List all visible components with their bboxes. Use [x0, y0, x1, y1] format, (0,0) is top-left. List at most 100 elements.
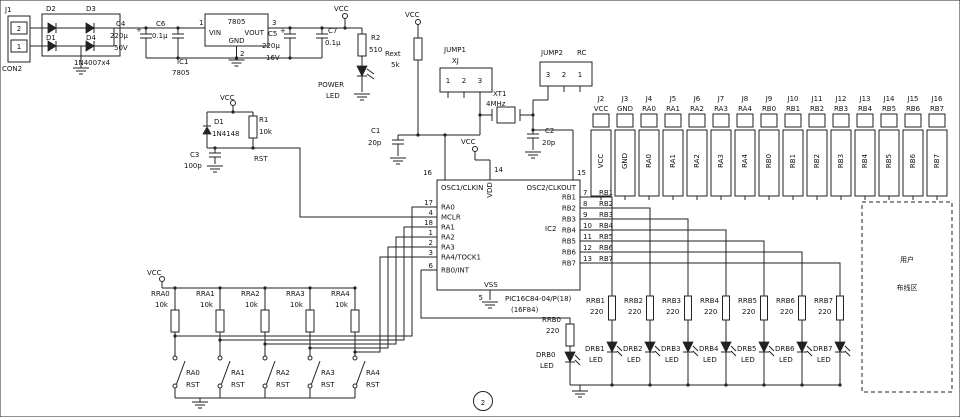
switch-contact [217, 355, 223, 361]
label-reset-r1_value: 10k [259, 128, 273, 136]
label-power-reg_vout: VOUT [244, 29, 264, 37]
wire [616, 350, 623, 357]
label-rb_outputs-resistors-4-value: 220 [742, 308, 755, 316]
label-power-reg_vin: VIN [209, 29, 221, 37]
label-osc-c1_value: 20p [368, 139, 382, 147]
label-ra_inputs-pullups-2-value: 10k [245, 301, 259, 309]
header-pin-box [904, 113, 922, 128]
label-ra_inputs-pullups-1-ref: RRA1 [196, 290, 215, 298]
label-osc-c1_ref: C1 [371, 127, 380, 135]
label-rb_outputs-leds-1-label: LED [627, 356, 641, 364]
header-ref: J8 [741, 95, 749, 103]
junction-dot [320, 26, 324, 30]
pin-name-rb0-int: RB0/INT [441, 267, 470, 275]
wire [574, 354, 581, 361]
wire [253, 147, 421, 218]
header-ref: J16 [931, 95, 944, 103]
vcc-terminal [342, 13, 348, 19]
label-rb_outputs-leds-0-label: LED [589, 356, 603, 364]
label-rb_outputs-resistors-1-value: 220 [628, 308, 641, 316]
junction-dot [288, 26, 292, 30]
wire [806, 350, 813, 357]
label-ra_inputs-switches-4-ref: RA4 [366, 369, 380, 377]
header-pin-box [640, 113, 658, 128]
label-rb_outputs-leds-6-ref: DRB7 [813, 345, 833, 353]
resistor-symbol [836, 295, 844, 321]
header-net-vertical: RB1 [789, 154, 797, 168]
switch-contact [307, 355, 313, 361]
label-ra_inputs-pullups-0-value: 10k [155, 301, 169, 309]
label-rb_outputs-resistors-4-ref: RRB5 [738, 297, 757, 305]
label-power-c4_value: 220µ [110, 32, 128, 40]
pin-name-rb5: RB5 [562, 238, 576, 246]
label-mcu-part_alt: (16F84) [511, 306, 539, 314]
label-reset-d1_part: 1N4148 [212, 130, 240, 138]
label-power-c6: C6 [156, 20, 166, 28]
net-label-rb5: RB5 [599, 233, 613, 241]
diode-symbol [85, 40, 95, 52]
header-net: RB4 [858, 105, 873, 113]
switch-contact [262, 383, 268, 389]
wire [654, 350, 661, 357]
label-ra_inputs-switches-1-ref: RA1 [231, 369, 245, 377]
led-symbol [682, 341, 694, 353]
label-osc-jump1_pins-2: 3 [478, 77, 482, 85]
header-net: RB5 [882, 105, 896, 113]
junction-dot [213, 146, 217, 150]
label-rb_outputs-resistors-0-ref: RRB1 [586, 297, 605, 305]
label-osc-jump1_ref: JUMP1 [443, 46, 466, 54]
wire [596, 229, 727, 296]
label-power-j1_pin_bottom: 1 [17, 43, 21, 51]
header-net: RB0 [762, 105, 776, 113]
wire [616, 345, 623, 352]
header-pin-box [760, 113, 778, 128]
resistor-symbol [722, 295, 730, 321]
header-ref: J5 [669, 95, 677, 103]
label-power-r2: R2 [371, 34, 380, 42]
junction-dot [144, 26, 148, 30]
header-pin-box [664, 113, 682, 128]
header-pin-box [736, 113, 754, 128]
page-number: 2 [473, 391, 493, 411]
label-reset-c3_ref: C3 [190, 151, 199, 159]
label-osc-vcc_mid: VCC [461, 138, 476, 146]
label-rb_outputs-rrb0-value: 220 [546, 327, 559, 335]
diode-symbol [47, 22, 57, 34]
header-ref: J15 [907, 95, 919, 103]
resistor-symbol [305, 309, 315, 333]
led-symbol [720, 341, 732, 353]
label-ra_inputs-switches-1-label: RST [231, 381, 245, 389]
label-power-j1_pin_top: 2 [17, 25, 21, 33]
label-rb_outputs-leds-4-label: LED [741, 356, 755, 364]
header-ref: J9 [765, 95, 773, 103]
label-power-plus: + [280, 27, 286, 35]
led-symbol [834, 341, 846, 353]
wire [366, 68, 375, 75]
label-ra_inputs-pullups-2-ref: RRA2 [241, 290, 260, 298]
label-ra_inputs-switches-4-label: RST [366, 381, 380, 389]
label-power-c6_value: 0.1µ [152, 32, 168, 40]
header-ref: J11 [811, 95, 823, 103]
junction-dot [531, 128, 535, 132]
wire [768, 350, 775, 357]
label-power-reg_pin_in: 1 [199, 19, 203, 27]
wire [730, 350, 737, 357]
label-osc-jump1_pins-0: 1 [446, 77, 450, 85]
user-area-box [861, 201, 953, 393]
label-osc-jump2_ref: JUMP2 [540, 49, 563, 57]
label-power-reg_pin_out: 3 [272, 19, 276, 27]
label-rb_outputs-leds-5-label: LED [779, 356, 793, 364]
header-net-vertical: RA4 [741, 154, 749, 168]
label-osc-jump2_pins-0: 3 [546, 71, 550, 79]
label-mcu-bottom_pin-name: VSS [484, 281, 498, 289]
label-ra_inputs-switches-2-label: RST [276, 381, 290, 389]
vcc-terminal [159, 276, 165, 282]
